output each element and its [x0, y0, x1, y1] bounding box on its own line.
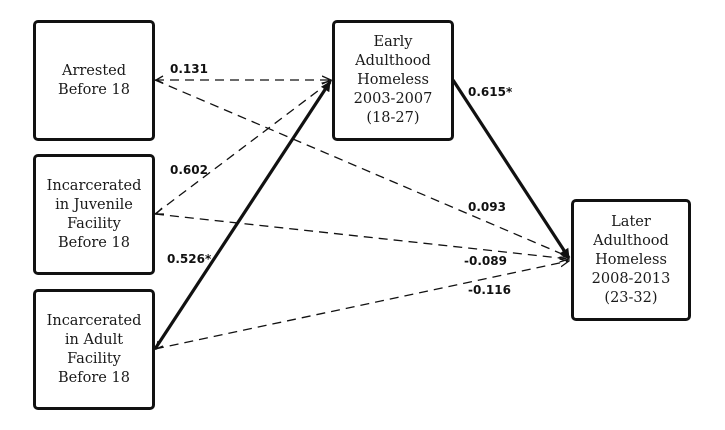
- node-label: Later Adulthood Homeless 2008-2013 (23-3…: [591, 213, 671, 306]
- edge-adult-to-later: [154, 261, 569, 350]
- node-label: Arrested Before 18: [58, 62, 130, 98]
- edge-early-to-later: [451, 79, 571, 259]
- node-incarcerated-adult: Incarcerated in Adult Facility Before 18: [33, 289, 155, 410]
- edge-juvenile-to-early: [154, 81, 331, 215]
- coef-juvenile-to-later: -0.089: [464, 254, 507, 268]
- coef-arrested-to-early: 0.131: [170, 62, 208, 76]
- node-later-adulthood-homeless: Later Adulthood Homeless 2008-2013 (23-3…: [571, 199, 691, 321]
- node-arrested-before-18: Arrested Before 18: [33, 20, 155, 141]
- edge-juvenile-to-later: [154, 213, 569, 259]
- coef-adult-to-later: -0.116: [468, 283, 511, 297]
- coef-early-to-later: 0.615*: [468, 85, 513, 99]
- node-incarcerated-juvenile: Incarcerated in Juvenile Facility Before…: [33, 154, 155, 275]
- edge-adult-to-early: [153, 81, 332, 350]
- node-label: Incarcerated in Adult Facility Before 18: [46, 312, 142, 386]
- node-label: Early Adulthood Homeless 2003-2007 (18-2…: [353, 34, 433, 126]
- node-early-adulthood-homeless: Early Adulthood Homeless 2003-2007 (18-2…: [332, 20, 454, 141]
- coef-adult-to-early: 0.526*: [167, 252, 212, 266]
- coef-arrested-to-later: 0.093: [468, 200, 506, 214]
- edge-arrested-to-later: [154, 79, 569, 257]
- source-arrowhead-adult: [155, 340, 164, 351]
- source-arrowhead-juvenile: [154, 207, 164, 215]
- node-label: Incarcerated in Juvenile Facility Before…: [46, 177, 142, 251]
- coef-juvenile-to-early: 0.602: [170, 163, 208, 177]
- source-arrowhead-arrested: [154, 75, 164, 84]
